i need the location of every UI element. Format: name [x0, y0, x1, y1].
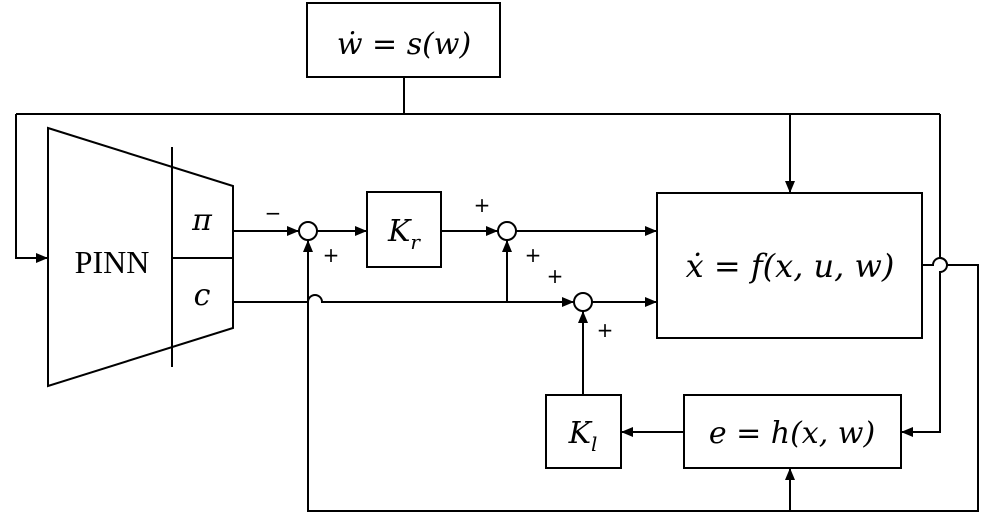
summing-junction-3	[573, 292, 593, 312]
summing-junction-2	[497, 221, 517, 241]
exosystem-label: ẇ = s(w)	[337, 27, 471, 62]
sum1-top-sign: −	[265, 201, 282, 225]
sum3-top-sign: +	[547, 264, 564, 288]
sum1-bottom-sign: +	[323, 243, 340, 267]
output-map-label: e = h(x, w)	[709, 416, 875, 451]
kr-label: Kr	[387, 214, 421, 254]
w-to-output-line	[901, 114, 948, 437]
kl-subscript: l	[591, 432, 597, 456]
w-to-pinn-line	[15, 114, 48, 263]
pinn-pi-label: π	[191, 203, 213, 238]
kl-label: Kl	[568, 416, 598, 456]
c-signal-line	[233, 294, 574, 307]
state-feedback-line	[303, 240, 979, 512]
kr-subscript: r	[410, 230, 421, 254]
sum3-bottom-sign: +	[597, 318, 614, 342]
kr-gain-block	[366, 191, 442, 268]
summing-junction-1	[298, 221, 318, 241]
sum2-bottom-sign: +	[525, 243, 542, 267]
sum2-top-sign: +	[474, 193, 491, 217]
kr-base: K	[387, 214, 412, 249]
pinn-c-label: c	[194, 278, 211, 313]
kl-base: K	[568, 416, 593, 451]
plant-label: ẋ = f(x, u, w)	[686, 247, 895, 285]
pinn-label: PINN	[75, 244, 150, 280]
